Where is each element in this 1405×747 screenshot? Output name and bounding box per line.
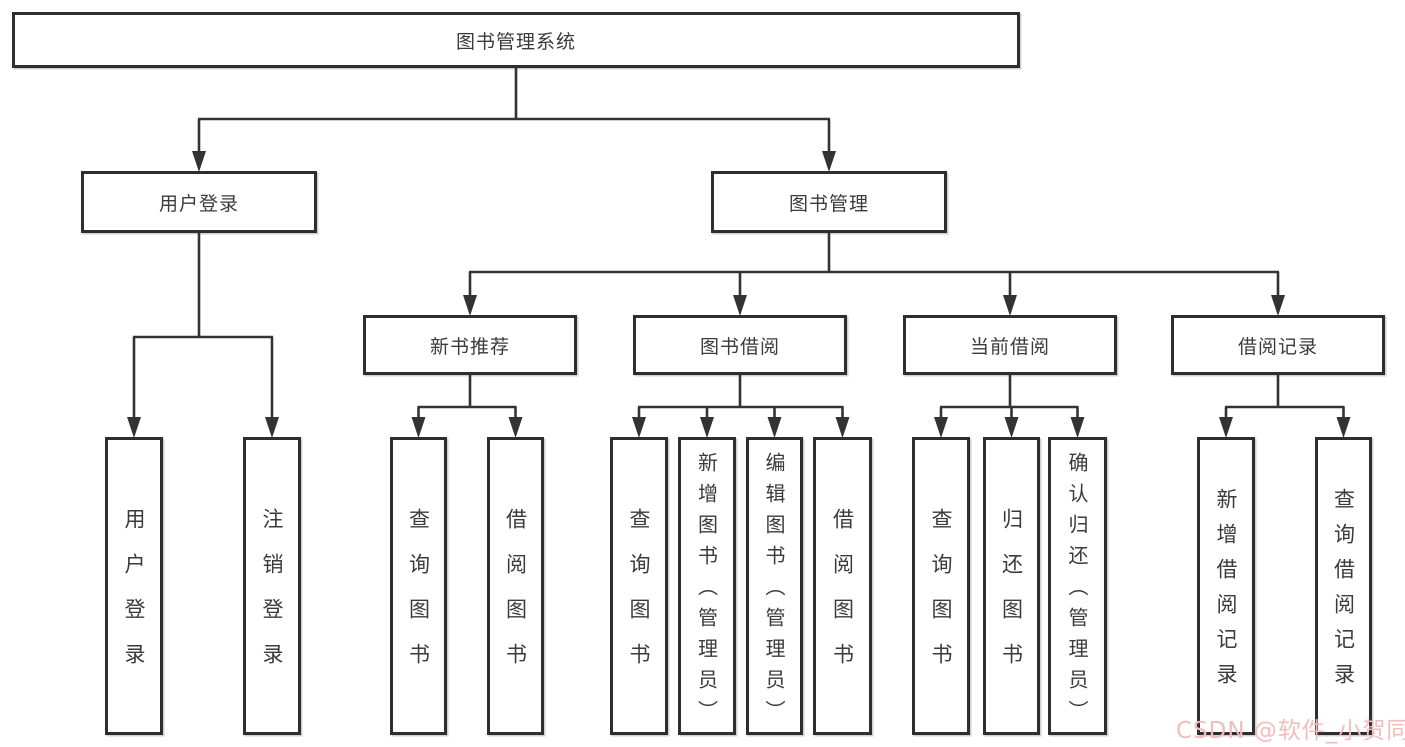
leaf-edit-books-admin: 编辑图书（管理员） xyxy=(746,437,803,735)
node-label: 借阅图书 xyxy=(830,508,855,688)
node-label: 新增图书（管理员） xyxy=(694,452,719,731)
node-library-management-system: 图书管理系统 xyxy=(12,12,1020,68)
leaf-query-books: 查询图书 xyxy=(912,437,970,735)
leaf-query-books: 查询图书 xyxy=(610,437,668,735)
node-user-login: 用户登录 xyxy=(81,171,317,233)
node-new-book-recommendation: 新书推荐 xyxy=(363,315,577,375)
node-label: 借阅记录 xyxy=(1237,335,1318,358)
leaf-logout-login: 注销登录 xyxy=(243,437,301,735)
node-label: 查询图书 xyxy=(406,508,431,688)
node-book-borrowing: 图书借阅 xyxy=(633,315,847,375)
node-label: 注销登录 xyxy=(260,508,284,688)
node-label: 查询借阅记录 xyxy=(1331,488,1356,698)
node-label: 查询图书 xyxy=(627,508,651,688)
leaf-confirm-return-admin: 确认归还（管理员） xyxy=(1048,437,1107,735)
node-label: 新增借阅记录 xyxy=(1214,488,1238,698)
node-label: 用户登录 xyxy=(158,192,239,215)
node-label: 确认归还（管理员） xyxy=(1065,452,1089,731)
node-label: 图书借阅 xyxy=(699,335,780,358)
leaf-user-login: 用户登录 xyxy=(105,437,163,735)
node-label: 查询图书 xyxy=(929,508,953,688)
node-label: 当前借阅 xyxy=(969,335,1050,358)
node-label: 图书管理 xyxy=(788,192,869,215)
node-label: 借阅图书 xyxy=(503,508,528,688)
node-label: 图书管理系统 xyxy=(455,30,576,53)
leaf-add-books-admin: 新增图书（管理员） xyxy=(678,437,736,735)
leaf-query-books: 查询图书 xyxy=(390,437,447,735)
leaf-borrow-books: 借阅图书 xyxy=(813,437,872,735)
node-book-management: 图书管理 xyxy=(711,171,947,233)
node-label: 用户登录 xyxy=(122,508,146,688)
node-label: 编辑图书（管理员） xyxy=(762,452,786,731)
leaf-add-borrowing-record: 新增借阅记录 xyxy=(1197,437,1255,735)
node-current-borrowing: 当前借阅 xyxy=(903,315,1117,375)
leaf-query-borrowing-record: 查询借阅记录 xyxy=(1315,437,1372,735)
node-label: 归还图书 xyxy=(999,508,1024,688)
node-label: 新书推荐 xyxy=(429,335,510,358)
leaf-borrow-books: 借阅图书 xyxy=(487,437,544,735)
leaf-return-books: 归还图书 xyxy=(983,437,1040,735)
node-borrowing-records: 借阅记录 xyxy=(1171,315,1385,375)
csdn-watermark: CSDN @软件_小贺同学 xyxy=(1176,718,1405,744)
